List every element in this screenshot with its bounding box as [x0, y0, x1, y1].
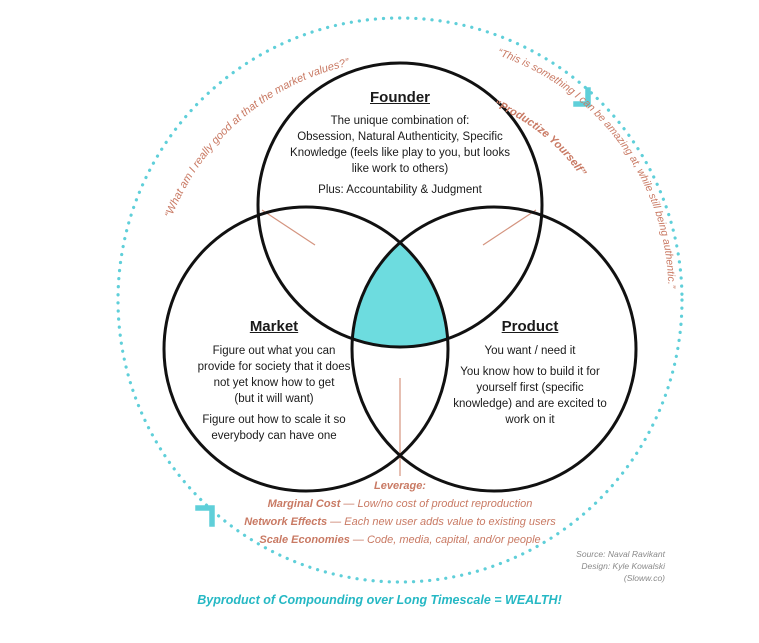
- market-line: everybody can have one: [211, 430, 337, 442]
- market-line: Figure out what you can: [212, 345, 336, 357]
- leverage-item-scale-economies: Scale Economies — Code, media, capital, …: [130, 534, 670, 546]
- leverage-heading: Leverage:: [374, 480, 426, 492]
- wealth-tagline: Byproduct of Compounding over Long Times…: [197, 593, 562, 607]
- market-description: Figure out what you can provide for soci…: [174, 343, 374, 444]
- leverage-item-name: Network Effects: [244, 516, 328, 528]
- center-overlap-highlight: [352, 207, 448, 347]
- leverage-item-name: Marginal Cost: [267, 498, 341, 510]
- product-description: You want / need it You know how to build…: [430, 343, 630, 428]
- founder-line: like work to others): [351, 163, 449, 175]
- market-line: Figure out how to scale it so: [202, 414, 346, 426]
- leverage-item-network-effects: Network Effects — Each new user adds val…: [130, 516, 670, 528]
- product-line: You know how to build it for: [460, 366, 600, 378]
- credit-design: Design: Kyle Kowalski: [581, 561, 665, 571]
- founder-circle: [256, 61, 544, 349]
- credit-site: (Sloww.co): [623, 573, 665, 583]
- product-line: work on it: [505, 414, 555, 426]
- leverage-item-desc: — Low/no cost of product reproduction: [340, 498, 533, 510]
- market-line: provide for society that it does: [197, 361, 351, 373]
- product-line: knowledge) and are excited to: [453, 398, 607, 410]
- connector-line-left: [261, 209, 316, 246]
- market-circle: [162, 205, 450, 493]
- founder-line: The unique combination of:: [330, 115, 470, 127]
- leverage-item-desc: — Code, media, capital, and/or people: [349, 534, 541, 546]
- leverage-item-marginal-cost: Marginal Cost — Low/no cost of product r…: [130, 498, 670, 510]
- credit-source: Source: Naval Ravikant: [576, 549, 665, 559]
- leverage-item-desc: — Each new user adds value to existing u…: [327, 516, 556, 528]
- founder-description: The unique combination of: Obsession, Na…: [275, 113, 525, 198]
- founder-title: Founder: [370, 89, 430, 106]
- product-line: yourself first (specific: [476, 382, 584, 394]
- market-line: (but it will want): [234, 393, 314, 405]
- product-line: You want / need it: [484, 345, 576, 357]
- founder-plus: Plus: Accountability & Judgment: [318, 184, 482, 196]
- market-line: not yet know how to get: [213, 377, 335, 389]
- cycle-arrow-bottom-left: [195, 505, 215, 527]
- connector-line-right: [482, 209, 537, 246]
- product-circle: [350, 205, 638, 493]
- market-title: Market: [249, 318, 299, 335]
- founder-line: Obsession, Natural Authenticity, Specifi…: [297, 131, 503, 143]
- leverage-item-name: Scale Economies: [259, 534, 350, 546]
- cycle-arrow-top-right: [573, 87, 591, 107]
- founder-line: Knowledge (feels like play to you, but l…: [290, 147, 510, 159]
- compounding-cycle-ring: [116, 16, 684, 584]
- product-title: Product: [501, 318, 559, 335]
